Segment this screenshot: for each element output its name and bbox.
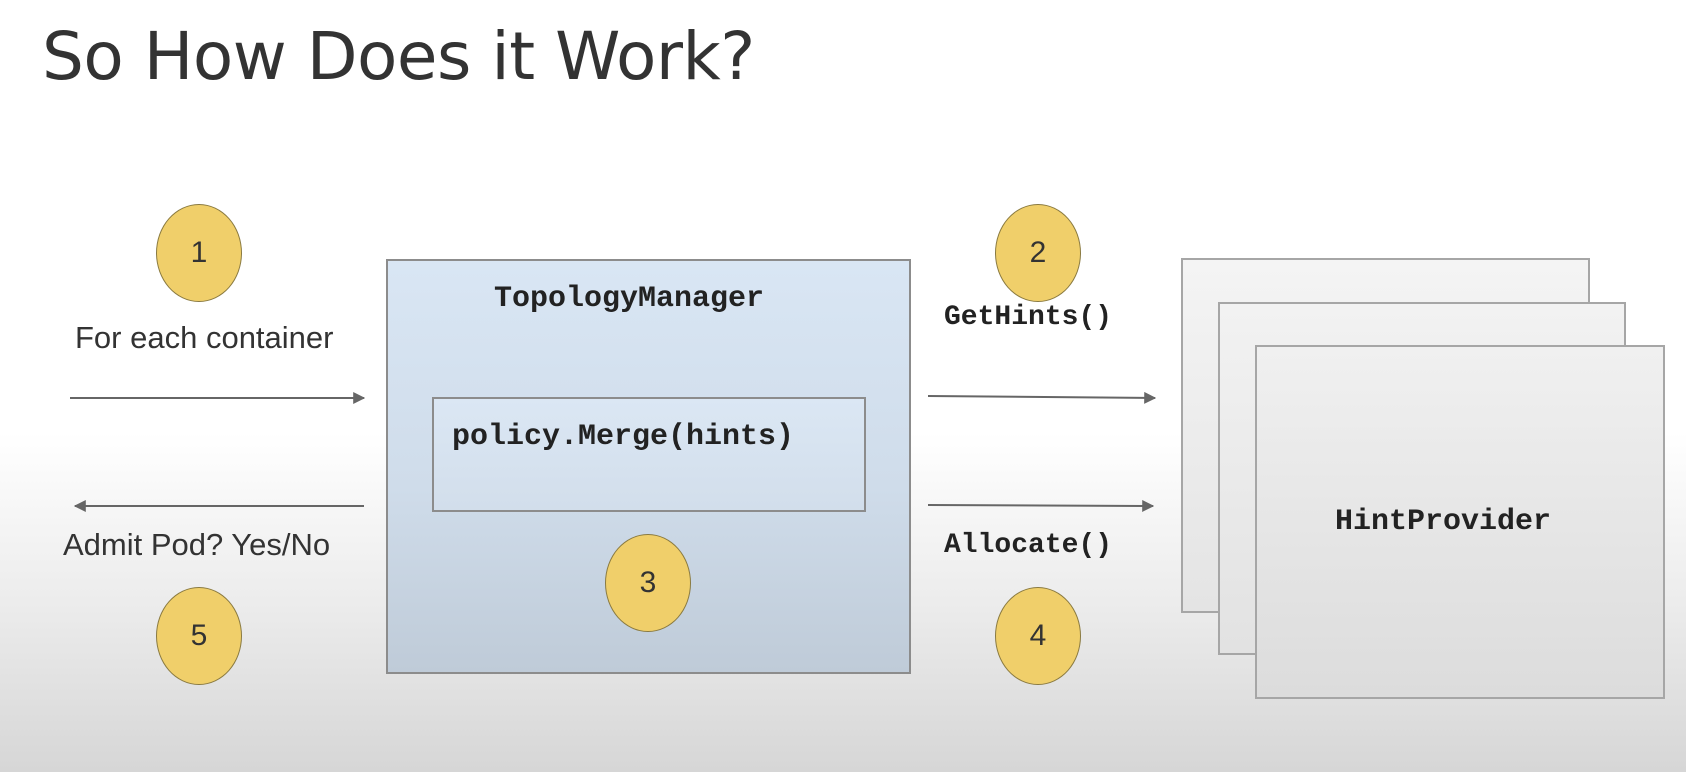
for-each-container-label: For each container xyxy=(75,320,334,355)
step-badge-4: 4 xyxy=(995,587,1081,685)
arrow-get-hints xyxy=(927,391,1157,404)
policy-merge-call: policy.Merge(hints) xyxy=(452,420,795,454)
step-badge-2: 2 xyxy=(995,204,1081,302)
get-hints-call: GetHints() xyxy=(944,302,1113,333)
hint-provider-card-front xyxy=(1255,345,1665,699)
topology-manager-title: TopologyManager xyxy=(494,282,765,316)
hint-provider-title: HintProvider xyxy=(1335,505,1552,539)
allocate-call: Allocate() xyxy=(944,530,1113,561)
policy-merge-box xyxy=(432,397,866,512)
arrow-allocate xyxy=(927,499,1155,512)
step-badge-5: 5 xyxy=(156,587,242,685)
admit-pod-label: Admit Pod? Yes/No xyxy=(63,527,331,562)
step-badge-1: 1 xyxy=(156,204,242,302)
step-badge-3: 3 xyxy=(605,534,691,632)
slide-title: So How Does it Work? xyxy=(42,18,755,95)
